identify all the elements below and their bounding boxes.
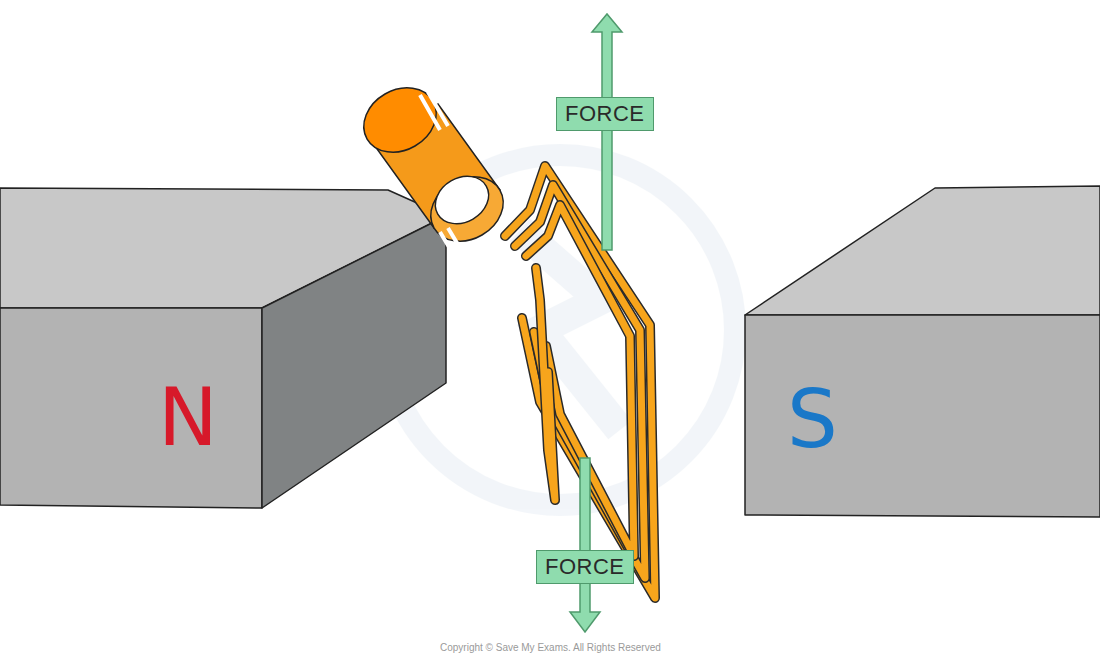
- pole-letter: N: [158, 378, 218, 458]
- force-label: FORCE: [545, 554, 625, 579]
- pole-letter: S: [787, 380, 838, 460]
- force-label: FORCE: [565, 101, 645, 126]
- south-magnet: [745, 186, 1100, 517]
- copyright-note: Copyright © Save My Exams. All Rights Re…: [440, 642, 661, 653]
- split-ring-commutator: [352, 75, 515, 262]
- north-magnet: [0, 188, 446, 508]
- force-label-box: FORCE: [536, 550, 634, 584]
- coil-wire: [536, 268, 555, 500]
- magnet-pole-face: N: [156, 376, 220, 460]
- coil-wire: [536, 268, 555, 500]
- magnet-pole-face: S: [785, 378, 840, 462]
- force-label-box: FORCE: [556, 97, 654, 131]
